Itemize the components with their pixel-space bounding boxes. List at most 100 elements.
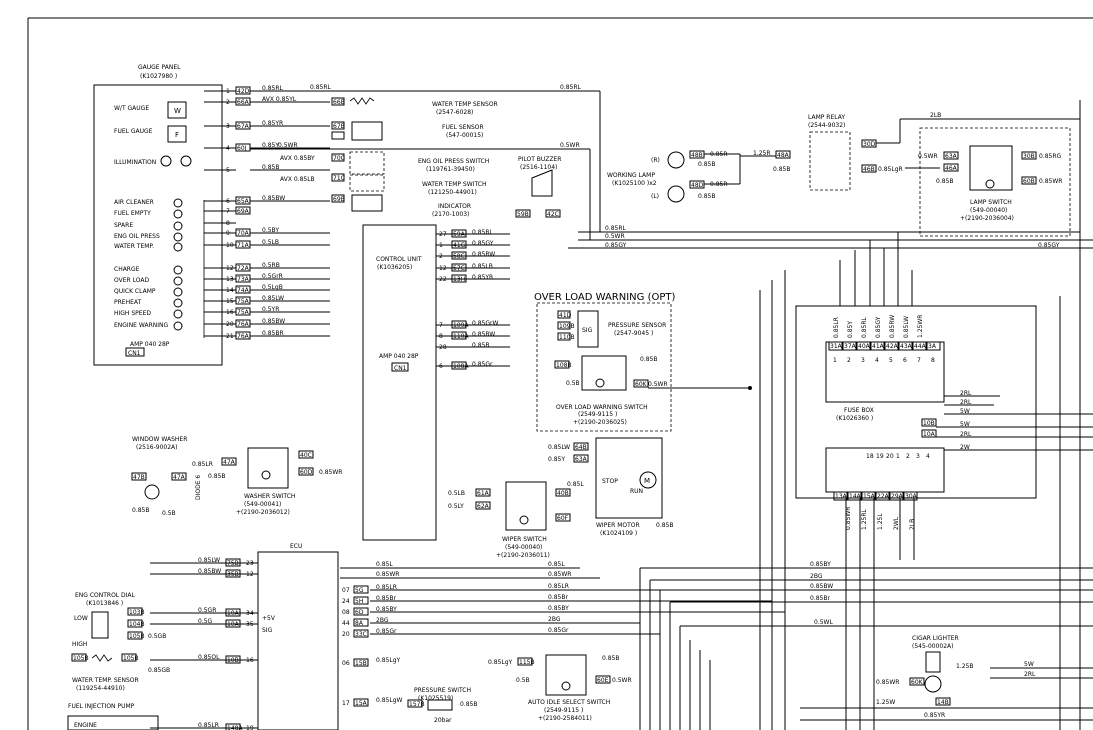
ecu-right-circuit: 5H (355, 598, 363, 605)
eng-oil-part: (119761-39450) (426, 166, 475, 173)
fuse-right-5: 2RL (960, 431, 972, 438)
fuel-sensor-part: (547-00015) (446, 132, 483, 139)
gauge-panel: GAUGE PANEL (K1027980 ) AMP 040 28P CN1 … (93, 64, 223, 366)
label-air-cleaner: AIR CLEANER (114, 199, 154, 206)
auto-idle-c2: 60E (597, 677, 609, 684)
pilot-buzzer-title: PILOT BUZZER (518, 156, 561, 163)
wire-label-05wr-c: 0.5WR (605, 233, 625, 240)
lamp-relay-c30: 30D (863, 141, 876, 148)
window-washer: WINDOW WASHER (2516-9002A) 47B 47A 47A 0… (131, 436, 237, 517)
ecu-wire-1: 0.85L (376, 561, 393, 568)
gp-wire-label: 0.85LW (262, 295, 284, 302)
lower-vertical-lines (639, 498, 915, 730)
fuel-pump-title: FUEL INJECTION PUMP (68, 703, 135, 710)
lamp-switch-w9: 0.85WR (1039, 178, 1062, 185)
wiper-switch-part: (549-00040) (505, 544, 542, 551)
fuse-top-circuit-box (856, 341, 871, 351)
working-lamp-c1: 48B (691, 152, 703, 159)
auto-idle-wb2: 0.85B (602, 655, 619, 662)
right-wire-7: 2RL (1024, 671, 1036, 678)
cigar-c2: 14B (937, 699, 949, 706)
fuse-mid-pin: 18 (866, 453, 874, 460)
ol-switch-alt: +(2190-2036025) (573, 419, 627, 426)
right-wire-5: 0.5WL (814, 619, 833, 626)
pilot-buzzer-c1: 59B (517, 211, 529, 218)
water-temp-sensor-2: 105B 105B 0.85GB WATER TEMP. SENSOR (119… (71, 653, 170, 692)
wiper-motor-part: (K1024109 ) (600, 530, 637, 537)
indicator-circuit: 69B (333, 196, 345, 203)
gp-circuit: 72A (237, 265, 250, 272)
wiper-motor-c1: 64B (575, 444, 587, 451)
gp-circuit: 76A (237, 333, 250, 340)
gp-circuit: 65A (237, 198, 250, 205)
gp-circuit: 75A (237, 309, 250, 316)
eng-dial-w3: 0.5GB (148, 633, 166, 640)
gp-wire-label: 0.85Y (262, 142, 279, 149)
eng-oil-wire: AVX 0.85BY (280, 155, 315, 162)
gauge-panel-connector: AMP 040 28P (130, 341, 170, 348)
washer-w1: 0.85LR (192, 461, 213, 468)
washer-switch-w: 0.85WR (319, 469, 342, 476)
eng-dial-c2: 104B (129, 621, 145, 628)
ecu-wire-6: 2BG (548, 616, 561, 623)
wiper-switch-c1: 61A (477, 490, 490, 497)
wire-label-2lb: 2LB (930, 112, 941, 119)
overload-title: OVER LOAD WARNING (OPT) (534, 292, 675, 303)
gp-circuit: 73A (237, 276, 250, 283)
ecu-left-wire: 0.85BW (198, 568, 221, 575)
pressure-pin-109b: 109B (559, 323, 575, 330)
wts2-w: 0.85GB (148, 667, 170, 674)
fuel-sensor-circuit: 67B (333, 123, 345, 130)
gp-circuit: 74A (237, 287, 250, 294)
auto-idle-w: 0.5WR (612, 677, 632, 684)
cu-wire-label: 0.85YR (472, 274, 493, 281)
pilot-buzzer-c2: 42C (547, 211, 559, 218)
washer-switch-title: WASHER SWITCH (244, 493, 295, 500)
water-sw-circuit: 71C (333, 175, 345, 182)
ecu-right-circuit: 15A (355, 700, 368, 707)
gauge-panel-title: GAUGE PANEL (138, 64, 181, 71)
ecu-left-pins: 2375B0.85LW1235B0.85BW3410A0.5GR3510A0.5… (150, 557, 258, 730)
wiper-stop: STOP (602, 478, 618, 485)
gp-wire-label: 0.85B (262, 164, 279, 171)
ecu-right-wire: 0.85Br (376, 595, 396, 602)
ecu-wire-5: 0.85BY (548, 605, 569, 612)
fuse-side-10b: 10B (923, 420, 935, 427)
wire-label-085rl-b: 0.85RL (560, 84, 582, 91)
label-quick-clamp: QUICK CLAMP (114, 288, 156, 295)
eng-control-dial: ENG CONTROL DIAL (K1013846 ) LOW HIGH 10… (72, 592, 166, 648)
pressure-switch-title: PRESSURE SWITCH (414, 687, 471, 694)
label-over-load: OVER LOAD (114, 277, 149, 284)
lamp-switch-w2: 0.85RG (1039, 153, 1062, 160)
gauge-panel-cn (125, 347, 145, 357)
indicator-title: INDICATOR (438, 203, 471, 210)
pressure-switch-wb: 0.85B (460, 701, 477, 708)
cigar-w3: 1.25W (876, 699, 895, 706)
fuse-top-circuit-box (912, 341, 927, 351)
gp-circuit: 76A (237, 321, 250, 328)
illum-lamp-2 (180, 155, 192, 167)
lamp-switch-c9: 60B (1023, 178, 1035, 185)
wiper-switch-w2: 0.5LY (448, 503, 464, 510)
washer-switch-part: (549-00041) (244, 501, 281, 508)
fuse-bot-circuit-box (847, 491, 862, 501)
fuse-top-circuit: 31A (830, 343, 843, 350)
lamp-switch-c2: 30B (1023, 153, 1035, 160)
gp-wire-label: 0.5YR (262, 306, 279, 313)
lamp-switch-part: (549-00040) (970, 207, 1007, 214)
gp-wire-label: 0.5BY (262, 227, 279, 234)
working-lamp-c2: 48D (691, 182, 704, 189)
water-temp-sensor-circuit: 66B (333, 99, 345, 106)
lamp-switch-c4: 46A (945, 165, 958, 172)
fuse-bot-wire: 2LB (909, 519, 916, 530)
fuse-top-circuit: 44A (914, 343, 927, 350)
fuse-top-circuit-box (898, 341, 913, 351)
fuse-bot-circuit: 29A (891, 493, 904, 500)
wiper-switch-c3: 40B (557, 490, 569, 497)
fuse-mid-pin: 3 (916, 453, 920, 460)
gp-wire-label: 0.5LgB (262, 284, 283, 291)
cu-wire-label: 0.85BW (472, 331, 495, 338)
water-temp-sensor-title: WATER TEMP SENSOR (432, 101, 498, 108)
fuse-bot-circuit: 14A (849, 493, 862, 500)
gp-wire-label: AVX 0.85YL (262, 96, 297, 103)
